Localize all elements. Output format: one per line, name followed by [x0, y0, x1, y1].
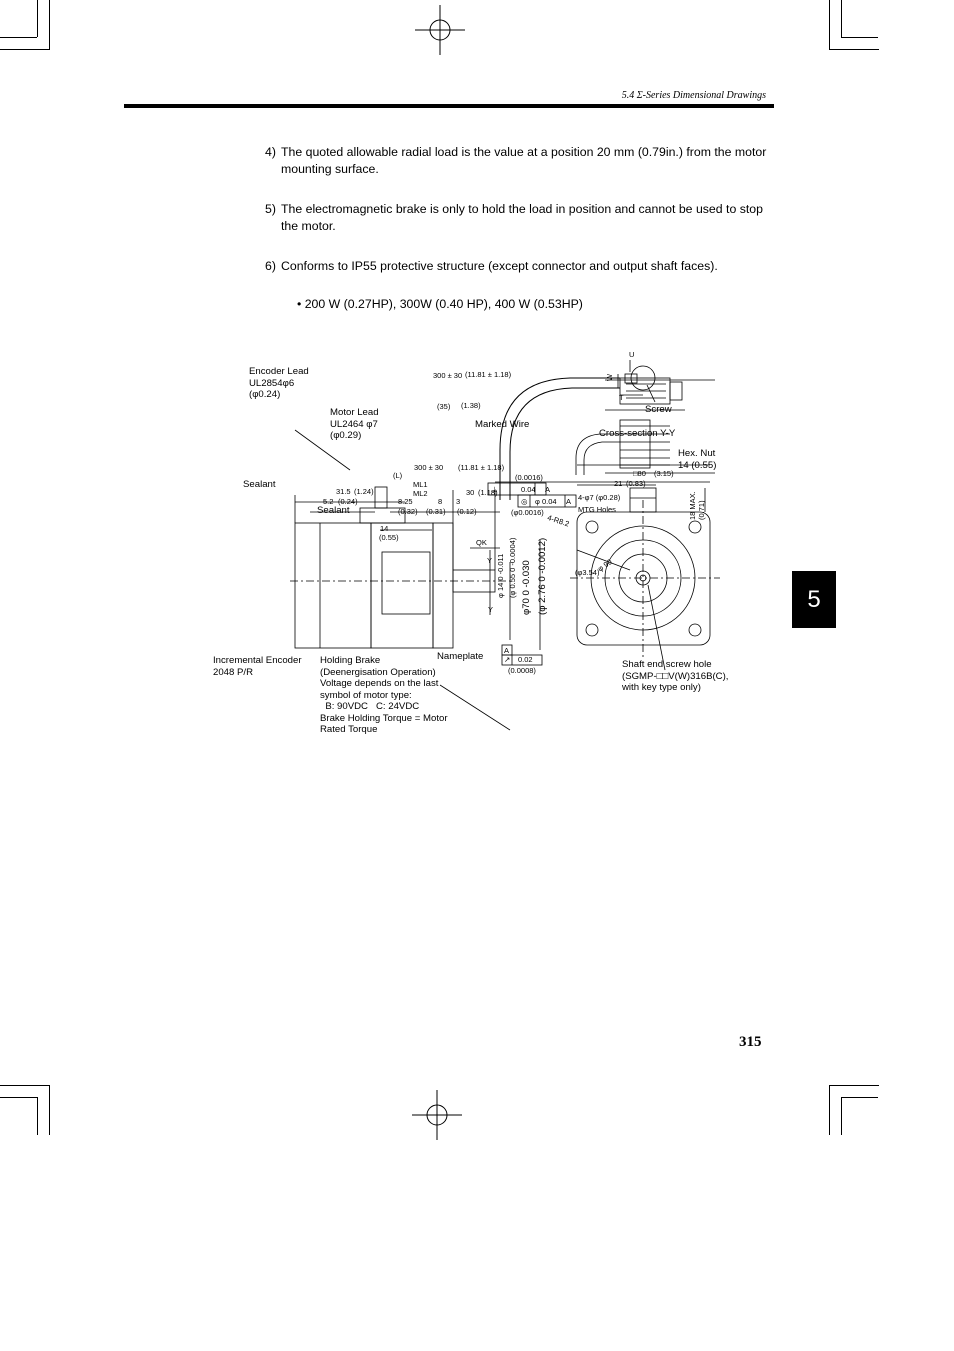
dim-31-5-in: (1.24) [354, 487, 374, 496]
concentricity-in: (φ0.0016) [511, 508, 544, 517]
cross-section-title: Cross-section Y-Y [599, 428, 676, 439]
note-text: Conforms to IP55 protective structure (e… [281, 259, 718, 273]
concentricity-datum: A [566, 497, 572, 506]
shaft-end-label: Shaft end screw hole (SGMP-□□V(W)316B(C)… [622, 659, 729, 693]
dim-3-in: (0.12) [457, 507, 477, 516]
models-line: • 200 W (0.27HP), 300W (0.40 HP), 400 W … [297, 297, 583, 311]
cross-section-t: T [619, 393, 624, 402]
dim-14-in: (0.55) [379, 533, 399, 542]
qk-label: QK [476, 538, 487, 547]
note-number: 4) [265, 145, 276, 159]
cross-section-u: U [629, 350, 635, 359]
incremental-encoder-label: Incremental Encoder 2048 P/R [213, 655, 302, 678]
dim-35: (35) [437, 402, 451, 411]
runout-value: 0.02 [518, 655, 533, 664]
dim-300-bottom-in: (11.81 ± 1.18) [458, 463, 505, 472]
marked-wire-label: Marked Wire [475, 419, 530, 430]
dim-300-top-in: (11.81 ± 1.18) [465, 370, 512, 379]
perpendicularity-datum: A [545, 485, 551, 494]
note-text: The quoted allowable radial load is the … [281, 145, 767, 176]
note-5: 5) The electromagnetic brake is only to … [265, 201, 777, 234]
mounting-holes-label: MTG Holes [578, 505, 616, 514]
header-rule [124, 104, 774, 108]
dim-31-5: 31.5 [336, 487, 351, 496]
cross-section-w: W [605, 373, 614, 381]
section-y-bottom: Y [488, 605, 494, 614]
note-number: 6) [265, 259, 276, 273]
sealant-label: Sealant [243, 479, 276, 490]
chapter-tab: 5 [792, 571, 836, 628]
shaft-diameter-in: (φ 0.55 0 -0.0004) [508, 537, 517, 598]
dim-300-top: 300 ± 30 [433, 371, 463, 380]
hex-nut-label: Hex. Nut 14 (0.55) [678, 448, 717, 471]
note-text: The electromagnetic brake is only to hol… [281, 202, 763, 233]
dim-8-25-in: (0.32) [398, 507, 418, 516]
section-header: 5.4 Σ-Series Dimensional Drawings [621, 90, 766, 101]
nameplate-label: Nameplate [437, 651, 484, 662]
dim-30: 30 [466, 488, 475, 497]
square-80: □80 [633, 469, 646, 478]
max-18: 18 MAX. [688, 491, 697, 520]
dim-300-bottom: 300 ± 30 [414, 463, 444, 472]
perpendicularity-symbol: ⊥ [491, 485, 498, 494]
dim-3: 3 [456, 497, 461, 506]
ml1-label: ML1 [413, 480, 428, 489]
dim-14: 14 [380, 524, 389, 533]
square-80-in: (3.15) [654, 469, 674, 478]
spigot-diameter: φ70 0 -0.030 [521, 560, 532, 615]
encoder-lead-label: Encoder Lead UL2854φ6 (φ0.24) [249, 366, 309, 400]
note-4: 4) The quoted allowable radial load is t… [265, 144, 777, 177]
sealant-label-2: Sealant [317, 505, 350, 516]
page-number: 315 [739, 1034, 762, 1050]
note-number: 5) [265, 202, 276, 216]
dim-5-2-in: (0.24) [338, 497, 358, 506]
dim-L: (L) [393, 471, 403, 480]
motor-dimensional-drawing [290, 360, 720, 731]
holding-brake-label: Holding Brake (Deenergisation Operation)… [320, 655, 448, 735]
dim-8: 8 [438, 497, 443, 506]
section-y-top: Y [487, 556, 493, 565]
registration-mark-bottom [412, 1090, 462, 1140]
max-18-in: (0.71) [697, 500, 706, 520]
registration-mark-top [415, 5, 465, 55]
note-6: 6) Conforms to IP55 protective structure… [265, 258, 777, 275]
mounting-holes-dim: 4-φ7 (φ0.28) [578, 493, 621, 502]
screw-label: Screw [645, 404, 672, 415]
pcd-90-in: (φ3.54) [575, 568, 600, 577]
perpendicularity-value: 0.04 [521, 485, 536, 494]
dim-21: 21 [614, 479, 623, 488]
dim-35-in: (1.38) [461, 401, 481, 410]
perpendicularity-in: (0.0016) [515, 473, 543, 482]
runout-in: (0.0008) [508, 666, 536, 675]
dim-8-in: (0.31) [426, 507, 446, 516]
spigot-diameter-in: (φ 2.76 0 -0.0012) [537, 537, 548, 615]
ml2-label: ML2 [413, 489, 428, 498]
dim-8-25: 8.25 [398, 497, 413, 506]
runout-datum: A [504, 646, 510, 655]
shaft-diameter: φ 14 0 -0.011 [496, 553, 505, 598]
dim-21-in: (0.83) [626, 479, 646, 488]
runout-symbol: ↗ [504, 655, 511, 664]
concentricity-symbol: ◎ [521, 497, 528, 506]
dim-5-2: 5.2 [323, 497, 334, 506]
concentricity-value: φ 0.04 [535, 497, 557, 506]
dim-30-in: (1.18) [478, 488, 498, 497]
motor-lead-label: Motor Lead UL2464 φ7 (φ0.29) [330, 407, 379, 441]
